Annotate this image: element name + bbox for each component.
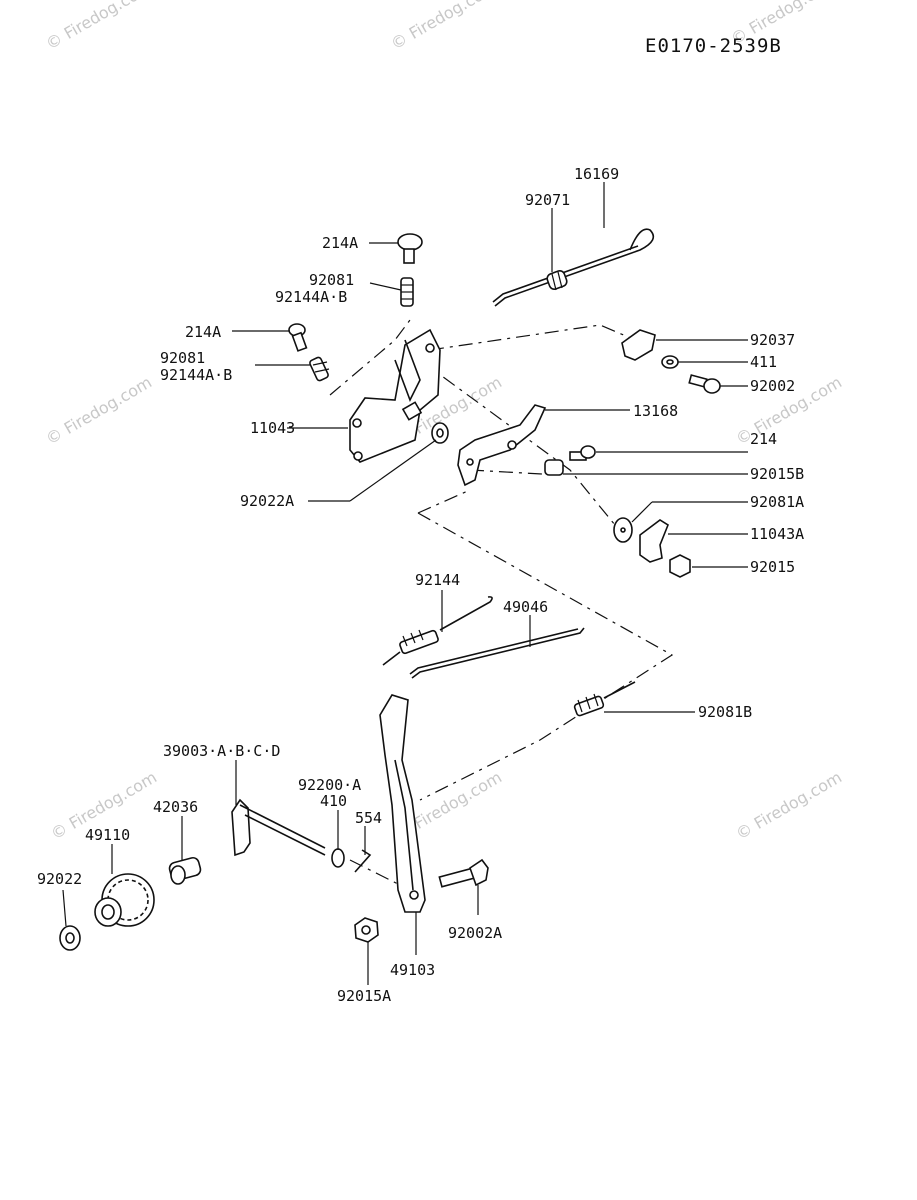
label-42036: 42036 — [153, 798, 198, 816]
washer-410 — [331, 848, 345, 868]
spring-92081-mid — [309, 356, 330, 382]
clip-92037 — [621, 329, 656, 361]
label-92015B: 92015B — [750, 465, 804, 483]
label-92081A: 92081A — [750, 493, 804, 511]
gear-49110 — [94, 873, 155, 927]
label-214A-top: 214A — [322, 234, 358, 252]
washer-92022 — [59, 925, 81, 951]
label-92081-mid: 92081 — [160, 349, 205, 367]
spring-92081B — [573, 681, 636, 717]
shaft-39003 — [231, 798, 326, 857]
label-214: 214 — [750, 430, 777, 448]
label-13168: 13168 — [633, 402, 678, 420]
label-92144AB-top: 92144A·B — [275, 288, 347, 306]
label-92037: 92037 — [750, 331, 795, 349]
watermark: © Firedog.com — [733, 768, 846, 844]
label-92015A: 92015A — [337, 987, 391, 1005]
label-554: 554 — [355, 809, 382, 827]
bolt-92002A — [438, 858, 489, 888]
watermark: © Firedog.com — [43, 0, 156, 53]
label-411: 411 — [750, 353, 777, 371]
screw-214 — [569, 445, 596, 461]
label-92071: 92071 — [525, 191, 570, 209]
screw-214A-top — [397, 233, 423, 264]
drawing-code: E0170-2539B — [645, 35, 782, 57]
spring-92081-top — [400, 277, 414, 307]
part-labels: 16169 92071 214A 92081 92144A·B 214A 920… — [37, 165, 804, 1005]
label-11043: 11043 — [250, 419, 295, 437]
washer-92022A — [431, 422, 449, 444]
lever-49103 — [379, 694, 426, 913]
label-49110: 49110 — [85, 826, 130, 844]
link-rod-49046 — [409, 627, 585, 679]
clip-554 — [354, 849, 372, 873]
washer-92081A — [613, 517, 633, 543]
watermark: © Firedog.com — [43, 373, 156, 449]
label-49103: 49103 — [390, 961, 435, 979]
watermark: © Firedog.com — [388, 0, 501, 53]
nut-92015A — [354, 917, 379, 943]
label-92002: 92002 — [750, 377, 795, 395]
arm-11043A — [639, 519, 669, 563]
nut-92015B — [544, 459, 564, 476]
label-92015: 92015 — [750, 558, 795, 576]
collar-42036 — [168, 856, 202, 885]
washer-411 — [661, 355, 679, 369]
label-11043A: 11043A — [750, 525, 804, 543]
label-92200A: 92200·A — [298, 776, 361, 794]
governor-rod-16169 — [492, 228, 655, 307]
spring-92071 — [546, 270, 568, 291]
label-410: 410 — [320, 792, 347, 810]
bolt-92002 — [688, 374, 721, 394]
leader-lines — [62, 182, 748, 985]
label-92002A: 92002A — [448, 924, 502, 942]
nut-92015 — [669, 554, 691, 578]
label-39003: 39003·A·B·C·D — [163, 742, 280, 760]
spring-92144 — [382, 596, 493, 666]
bracket-11043 — [349, 328, 441, 463]
lever-13168 — [457, 404, 547, 487]
label-92144: 92144 — [415, 571, 460, 589]
screw-214A-mid — [288, 323, 308, 352]
label-16169: 16169 — [574, 165, 619, 183]
label-92022A: 92022A — [240, 492, 294, 510]
label-92144AB-mid: 92144A·B — [160, 366, 232, 384]
label-214A-mid: 214A — [185, 323, 221, 341]
label-92081-top: 92081 — [309, 271, 354, 289]
label-49046: 49046 — [503, 598, 548, 616]
label-92022: 92022 — [37, 870, 82, 888]
label-92081B: 92081B — [698, 703, 752, 721]
